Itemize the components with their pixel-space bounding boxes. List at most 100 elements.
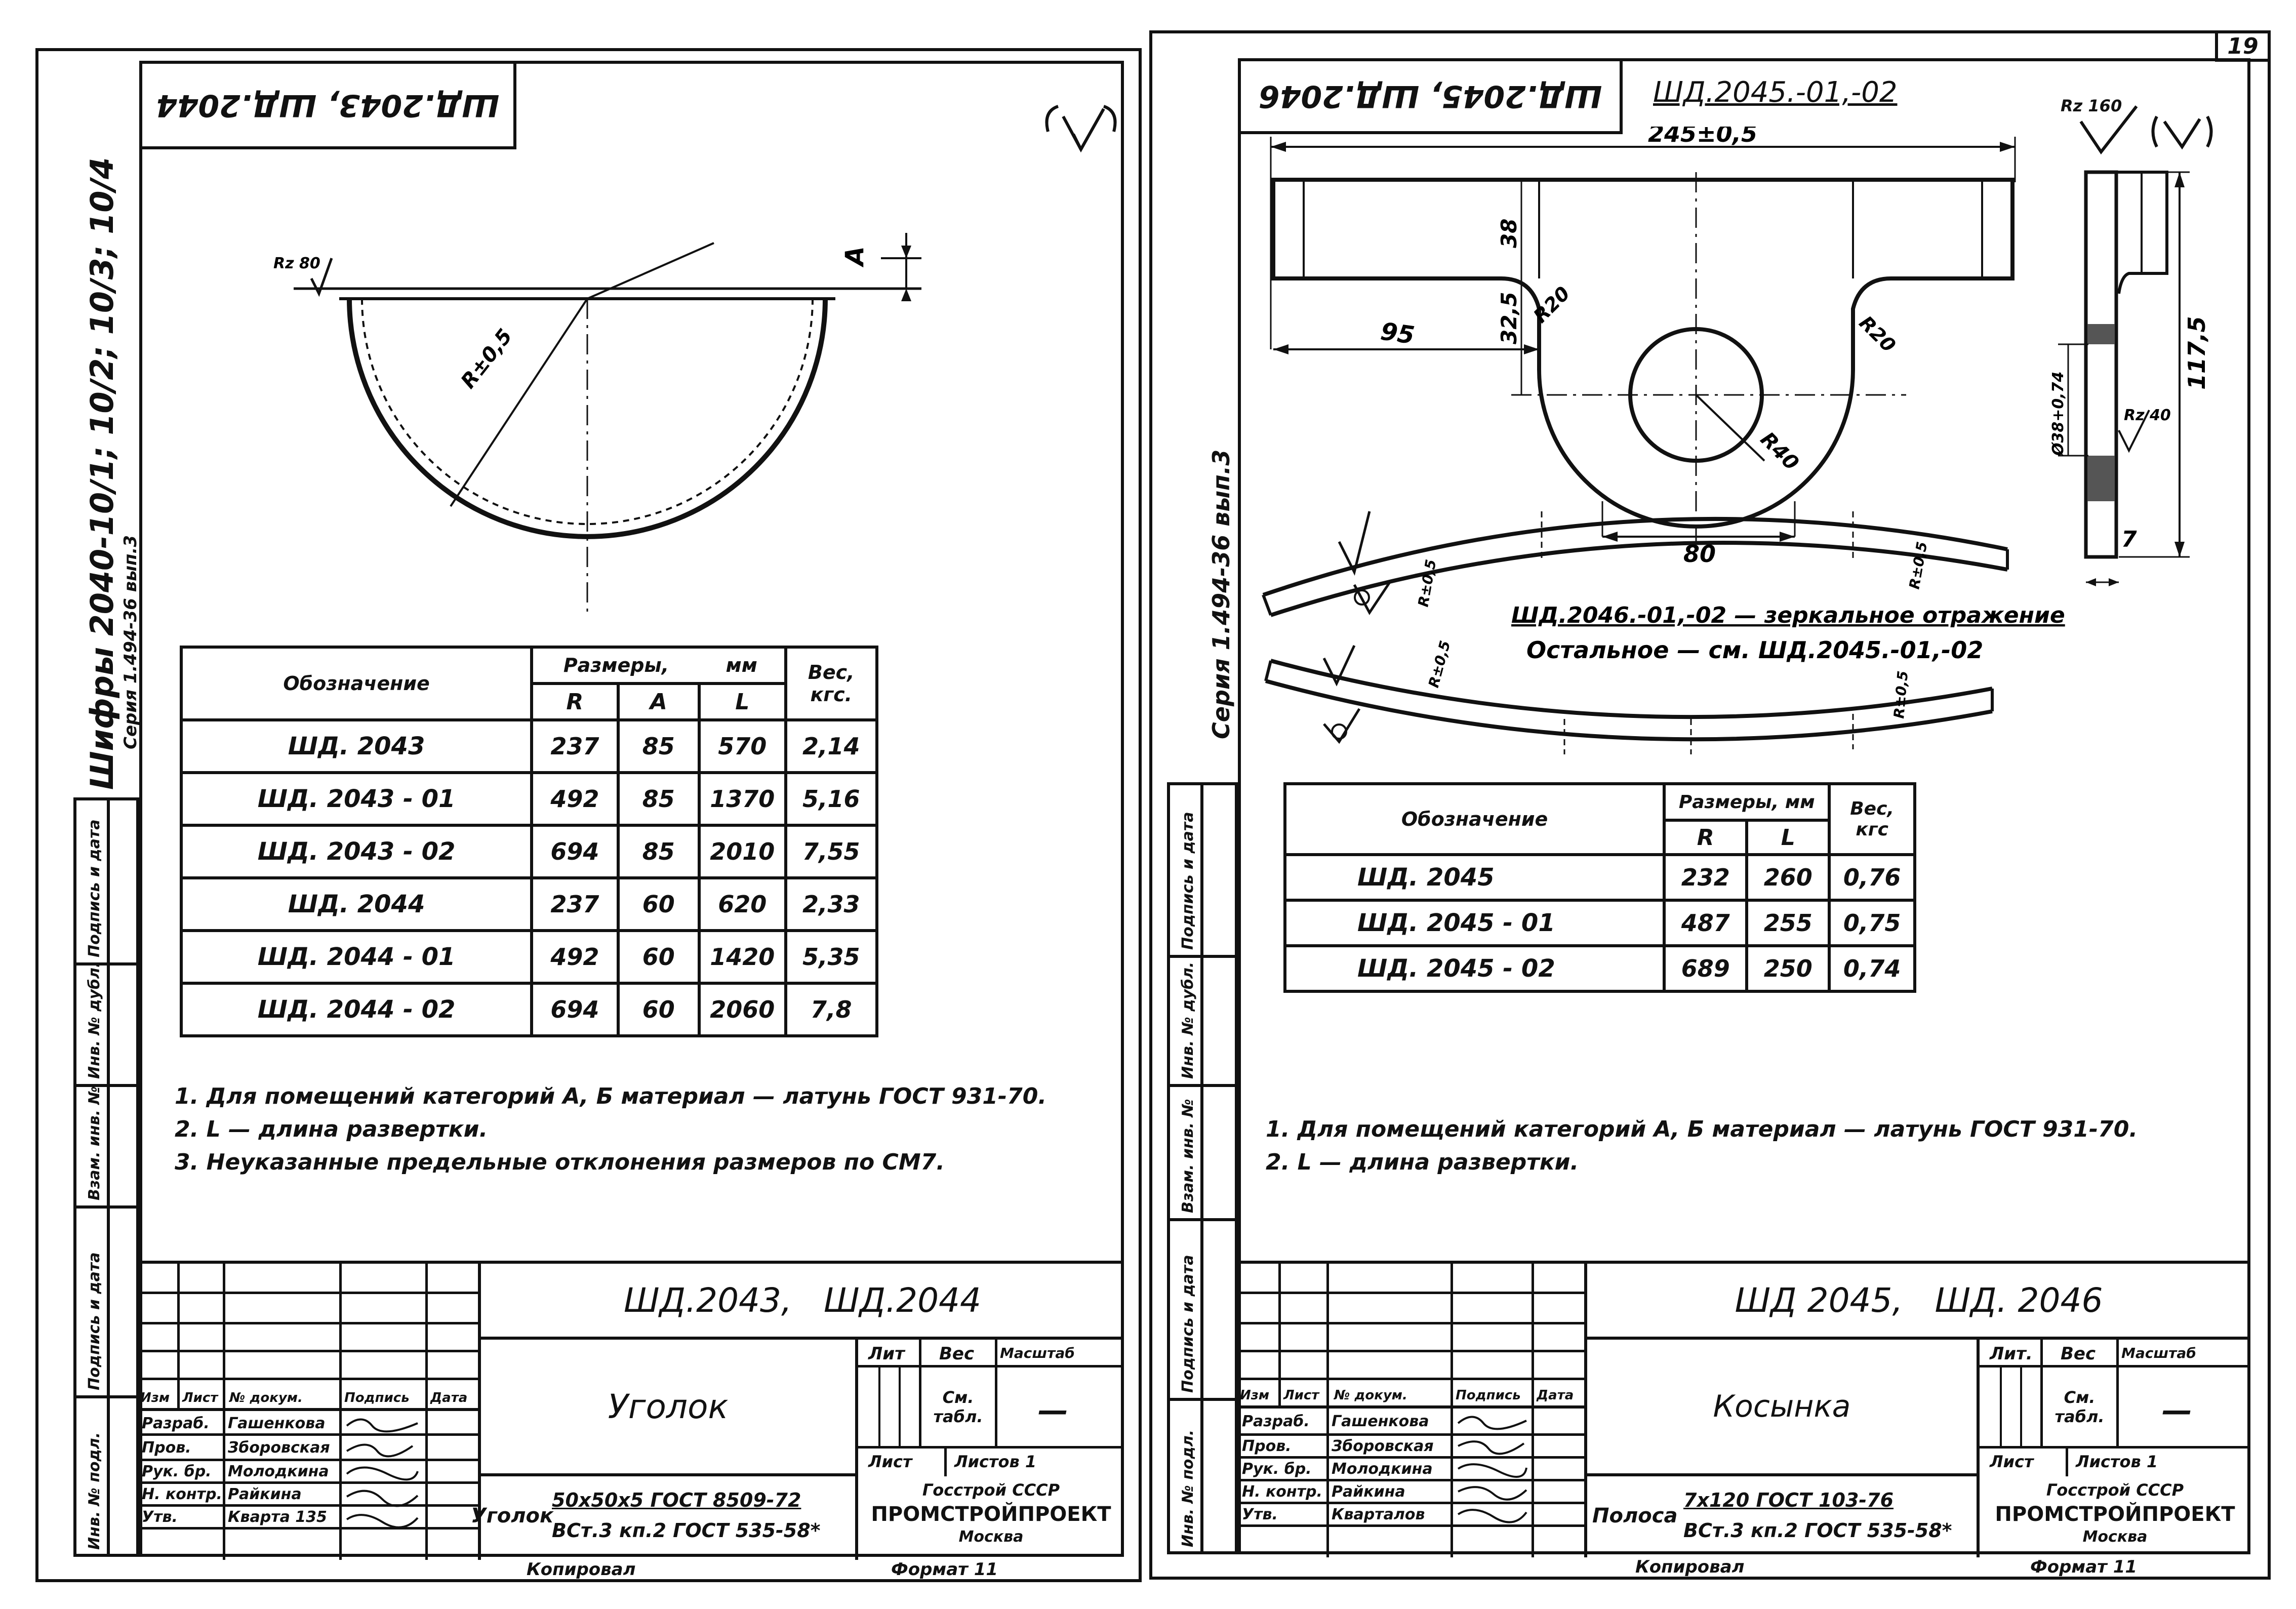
left-margin-label-4: Подпись и дата (86, 1252, 103, 1390)
right-title-block: Изм Лист № докум. Подпись Дата Разраб. П… (1238, 1261, 2250, 1557)
right-dim-95: 95 (1379, 317, 1416, 350)
right-margin-label-1: Подпись и дата (1179, 812, 1197, 950)
right-dim-32-5: 32,5 (1497, 292, 1521, 344)
left-header-title: ШД.2043, ШД.2044 (156, 87, 500, 123)
right-stamp-org1: Госстрой СССР (2046, 1480, 2184, 1500)
right-note-2: 2. L — длина развертки. (1266, 1149, 1579, 1175)
left-stamp-name: Молодкина (228, 1463, 329, 1480)
right-stamp-ves: Вес (2061, 1344, 2096, 1364)
page-number: 19 (2227, 33, 2259, 59)
right-margin-label-0: Инв. № подл. (1179, 1429, 1197, 1547)
right-stamp-col-list: Лист (1283, 1388, 1319, 1403)
right-stamp-col-podp: Подпись (1456, 1388, 1521, 1403)
left-th-r: R (530, 682, 620, 721)
right-stamp-role: Утв. (1242, 1506, 1278, 1523)
right-margin-label-2: Взам. инв. № (1179, 1099, 1197, 1213)
table-row: ШД. 2044 - 02 694 60 2060 7,8 (179, 982, 879, 1037)
left-roughness-symbol (1045, 105, 1117, 153)
right-stamp-role: Н. контр. (1242, 1483, 1322, 1501)
table-row: ШД. 2045 - 02 689 250 0,74 (1283, 944, 1916, 993)
left-stamp-item-name: Уголок (608, 1387, 729, 1426)
left-note-1: 1. Для помещений категорий А, Б материал… (175, 1083, 1047, 1109)
right-stamp-item-cell: Косынка (1587, 1340, 1980, 1476)
left-stamp-col-podp: Подпись (344, 1390, 410, 1405)
left-margin-stamp: Подпись и дата Инв. № дубл. Взам. инв. №… (73, 797, 139, 1557)
left-stamp-list: Лист (868, 1452, 912, 1471)
left-stamp-see-table: См. табл. (933, 1388, 983, 1426)
left-format-label: Формат 11 (891, 1559, 998, 1580)
right-stamp-col-ndok: № докум. (1334, 1388, 1407, 1403)
right-stamp-name: Кварталов (1332, 1506, 1425, 1523)
left-stamp-role: Утв. (142, 1508, 178, 1526)
right-dim-38: 38 (1497, 219, 1521, 248)
right-gusset-drawing: 245±0,5 R40 95 38 32,5 R20 R20 Ø38+0,74 … (1262, 127, 2210, 754)
right-dim-117-5: 117,5 (2183, 316, 2210, 390)
right-rest-note: Остальное — см. ШД.2045.-01,-02 (1526, 636, 1983, 664)
right-stamp-role: Рук. бр. (1242, 1460, 1312, 1478)
left-margin-title: Шифры 2040-10/1; 10/2; 10/3; 10/4 (84, 157, 120, 790)
right-stamp-org-cell: Госстрой СССР ПРОМСТРОЙПРОЕКТ Москва (1980, 1476, 2250, 1557)
left-stamp-col-list: Лист (182, 1390, 218, 1405)
right-stamp-see-table: См. табл. (2055, 1388, 2105, 1426)
right-dim-r05c: R±0,5 (1425, 639, 1454, 690)
right-sheet-inner-frame (1238, 58, 2250, 1554)
left-th-l: L (697, 682, 787, 721)
right-stamp-lit: Лит. (1990, 1344, 2033, 1364)
right-stamp-material-2: ВСт.3 кп.2 ГОСТ 535-58* (1683, 1519, 1952, 1542)
right-stamp-item-name: Косынка (1713, 1389, 1851, 1424)
right-margin-stamp: Подпись и дата Инв. № дубл. Взам. инв. №… (1167, 782, 1238, 1554)
left-margin-label-3: Инв. № дубл. (86, 961, 103, 1079)
left-stamp-masshtab: Масштаб (1000, 1345, 1075, 1361)
right-stamp-name: Райкина (1332, 1483, 1405, 1501)
left-stamp-role: Н. контр. (142, 1485, 222, 1503)
left-th-weight: Вес, кгс. (784, 646, 879, 721)
right-header-box: ШД.2045, ШД.2046 (1238, 58, 1623, 134)
left-stamp-code: ШД.2043, ШД.2044 (623, 1280, 982, 1320)
left-dim-radius: R±0,5 (457, 325, 517, 393)
right-stamp-role: Разраб. (1242, 1413, 1310, 1430)
left-note-2: 2. L — длина развертки. (175, 1116, 488, 1142)
left-stamp-org2: ПРОМСТРОЙПРОЕКТ (871, 1503, 1111, 1526)
left-stamp-material-prefix: Уголок (471, 1504, 554, 1527)
left-stamp-name: Кварта 135 (228, 1508, 327, 1526)
left-stamp-item-cell: Уголок (481, 1340, 858, 1476)
left-stamp-code-cell: ШД.2043, ШД.2044 (481, 1264, 1124, 1340)
left-stamp-material-cell: Уголок 50x50x5 ГОСТ 8509-72 ВСт.3 кп.2 Г… (471, 1476, 858, 1560)
right-stamp-col-izm: Изм (1240, 1388, 1270, 1403)
right-margin-series: Серия 1.494-36 вып.3 (1207, 449, 1235, 739)
right-header-title: ШД.2045, ШД.2046 (1258, 78, 1602, 114)
left-stamp-col-izm: Изм (140, 1390, 170, 1405)
right-margin-label-3: Инв. № дубл. (1179, 961, 1197, 1079)
right-dim-r20a: R20 (1529, 282, 1574, 327)
left-stamp-col-ndok: № докум. (229, 1390, 303, 1405)
table-row: ШД. 2043 - 02 694 85 2010 7,55 (179, 824, 879, 879)
left-stamp-dash: — (1038, 1393, 1068, 1428)
left-dim-a: A (840, 246, 869, 268)
table-row: ШД. 2045 232 260 0,76 (1283, 853, 1916, 902)
left-sheet-inner-frame (139, 61, 1124, 1557)
right-dim-r40: R40 (1756, 428, 1803, 475)
right-th-sizes: Размеры, мм (1663, 782, 1831, 822)
right-size-table: Обозначение Размеры, мм Вес, кгс R L ШД.… (1283, 782, 1916, 993)
left-th-a: A (616, 682, 701, 721)
right-th-l: L (1745, 819, 1831, 856)
right-stamp-lit-grid: Лит. Вес Масштаб См. табл. — Лист Листов… (1980, 1340, 2250, 1476)
left-sheet-outer-frame (35, 48, 1142, 1582)
left-margin-label-0: Инв. № подл. (86, 1432, 103, 1550)
table-row: ШД. 2043 - 01 492 85 1370 5,16 (179, 771, 879, 827)
right-th-designation: Обозначение (1283, 782, 1666, 856)
right-stamp-code: ШД 2045, ШД. 2046 (1735, 1280, 2103, 1320)
left-header-box: ШД.2043, ШД.2044 (139, 61, 516, 149)
right-dim-7: 7 (2121, 527, 2137, 552)
right-stamp-name: Зборовская (1332, 1437, 1434, 1455)
right-dim-r20b: R20 (1855, 311, 1900, 356)
right-stamp-col-data: Дата (1537, 1388, 1574, 1403)
left-roughness-rz80: Rz 80 (273, 255, 320, 272)
table-row: ШД. 2044 - 01 492 60 1420 5,35 (179, 929, 879, 985)
right-header-subtitle: ШД.2045.-01,-02 (1653, 76, 1898, 109)
right-stamp-name: Гашенкова (1332, 1413, 1429, 1430)
left-stamp-name: Гашенкова (228, 1415, 326, 1432)
left-stamp-lit-grid: Лит Вес Масштаб См. табл. — Лист Листов … (858, 1340, 1124, 1476)
right-stamp-role: Пров. (1242, 1437, 1292, 1455)
right-sheet-outer-frame (1149, 30, 2271, 1580)
